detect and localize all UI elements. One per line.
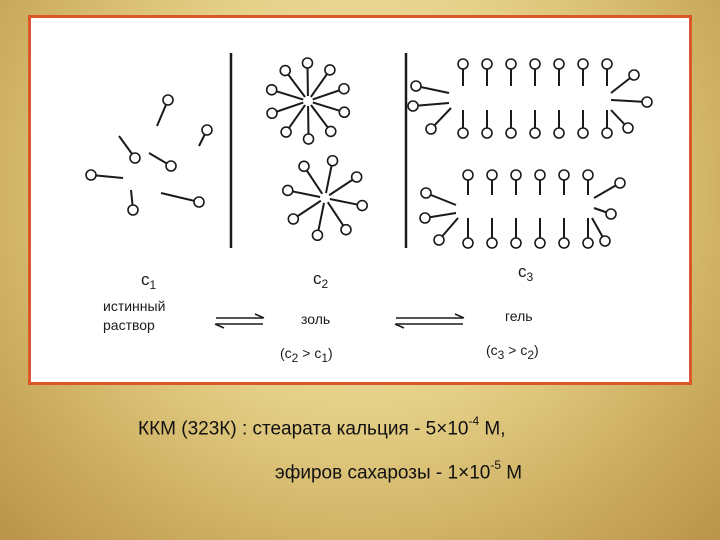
gel-molecule [577, 58, 589, 86]
gel-molecule [529, 58, 541, 86]
gel-molecule [462, 218, 474, 249]
gel-molecule [553, 58, 565, 86]
micelle-molecule [287, 199, 322, 225]
equilibrium-arrow-2 [394, 313, 465, 329]
gel-molecule [582, 218, 594, 249]
gel-molecule [481, 110, 493, 139]
gel-molecule [457, 58, 469, 86]
micelle-molecule [265, 83, 304, 101]
gel-molecule [553, 110, 565, 139]
gel-molecule [610, 109, 634, 134]
gel-molecule [577, 110, 589, 139]
gel-molecule [462, 169, 474, 195]
gel-molecule [457, 110, 469, 139]
gel-molecule [481, 58, 493, 86]
equilibrium-arrow-1 [214, 313, 265, 329]
free-molecule [85, 169, 124, 181]
gel-molecule [510, 218, 522, 249]
micelle-molecule [312, 101, 351, 119]
state1-c: c1 [141, 270, 157, 292]
surfactant-molecules [85, 57, 653, 249]
micelle-molecule [301, 57, 314, 97]
gel-molecule [582, 169, 594, 195]
state1-name-line1: истинный [103, 298, 165, 314]
state1-name-line2: раствор [103, 317, 155, 333]
state2-condition: (c2 > c1) [280, 345, 333, 365]
micelle-molecule [281, 184, 321, 198]
surfactant-states-diagram: c1 истинный раствор c2 золь (c2 > c1) c3… [85, 53, 653, 365]
gel-molecule [601, 58, 613, 86]
gel-molecule [591, 217, 611, 247]
gel-molecule [529, 110, 541, 139]
free-molecule [118, 135, 141, 164]
micelle-molecule [310, 104, 337, 138]
micelle-molecule [328, 171, 363, 197]
gel-molecule [510, 169, 522, 195]
state3-condition: (c3 > c2) [486, 342, 539, 362]
micelle-molecule [329, 198, 369, 212]
state3-name: гель [505, 308, 533, 324]
free-molecule [156, 94, 174, 127]
gel-molecule [534, 218, 546, 249]
diagram-frame: c1 истинный раствор c2 золь (c2 > c1) c3… [28, 15, 692, 385]
gel-molecule [486, 218, 498, 249]
gel-molecule [593, 177, 626, 199]
gel-molecule [558, 218, 570, 249]
gel-molecule [420, 187, 457, 206]
ckm-sucrose-esters: эфиров сахарозы - 1×10-5 М [275, 458, 523, 484]
micelle-molecule [326, 201, 352, 236]
state3-c: c3 [518, 262, 534, 284]
gel-molecule [601, 110, 613, 139]
free-molecule [160, 192, 205, 208]
gel-molecule [534, 169, 546, 195]
gel-molecule [593, 207, 617, 220]
gel-molecule [419, 212, 457, 224]
free-molecule [127, 189, 139, 216]
micelle-molecule [325, 154, 339, 194]
state2-name: золь [301, 311, 330, 327]
gel-molecule [486, 169, 498, 195]
micelle-molecule [311, 202, 325, 242]
gel-molecule [558, 169, 570, 195]
gel-molecule [433, 217, 459, 246]
gel-molecule [407, 100, 450, 112]
gel-molecule [410, 80, 450, 94]
free-molecule [148, 152, 177, 172]
micelle-molecule [310, 64, 336, 98]
gel-molecule [610, 69, 640, 94]
free-molecule [198, 124, 213, 147]
micelle-molecule [279, 64, 306, 98]
ckm-calcium-stearate: ККМ (323К) : стеарата кальция - 5×10-4 М… [138, 414, 506, 440]
micelle-molecule [266, 101, 304, 120]
micelle-molecule [298, 160, 324, 195]
micelle-molecule [280, 104, 306, 138]
state2-c: c2 [313, 269, 329, 291]
micelle-molecule [302, 105, 315, 145]
gel-molecule [505, 58, 517, 86]
gel-molecule [610, 96, 653, 108]
gel-molecule [425, 107, 452, 135]
gel-molecule [505, 110, 517, 139]
micelle-molecule [312, 82, 350, 101]
